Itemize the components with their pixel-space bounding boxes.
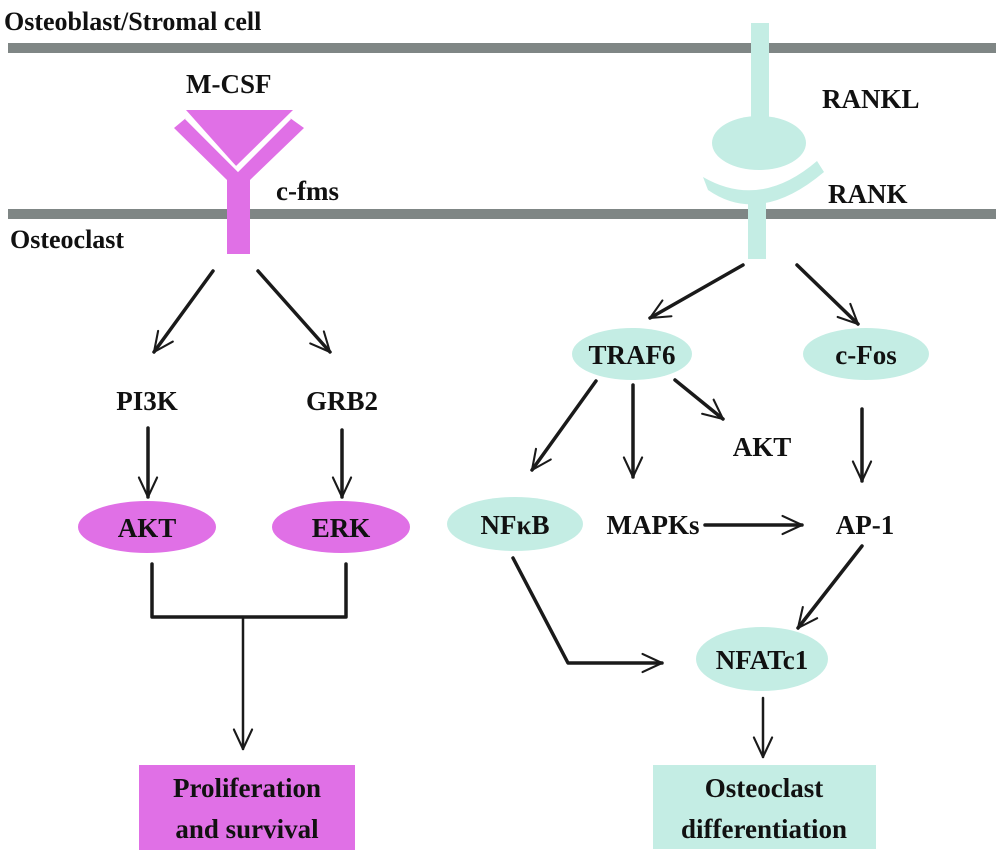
node-cfos: c-Fos — [835, 340, 896, 370]
membrane-upper — [8, 43, 996, 53]
join-bracket-akt-erk — [150, 562, 348, 619]
node-traf6: TRAF6 — [589, 340, 676, 370]
arrow-cfms-to-pi3k — [152, 269, 215, 354]
node-akt-right: AKT — [733, 432, 792, 462]
node-pi3k: PI3K — [116, 386, 178, 416]
rankl-rank-complex-icon — [703, 23, 824, 259]
node-nfkb-bg — [447, 497, 583, 551]
arrow-ap1-to-nfatc1 — [796, 544, 864, 630]
outcome-proliferation-line2: and survival — [175, 814, 319, 844]
node-nfatc1: NFATc1 — [716, 645, 809, 675]
arrow-rank-to-traf6 — [648, 263, 745, 320]
node-grb2: GRB2 — [306, 386, 378, 416]
node-erk: ERK — [312, 513, 371, 543]
arrow-nfkb-to-nfatc1 — [511, 556, 664, 674]
ligand-label-mcsf: M-CSF — [186, 69, 271, 99]
outcome-differentiation-line1: Osteoclast — [705, 773, 823, 803]
arrow-rank-to-cfos — [795, 263, 860, 326]
arrow-traf6-to-nfkb — [530, 379, 598, 472]
node-cfos-bg — [803, 328, 929, 380]
membrane-lower — [8, 209, 996, 219]
arrow-cfms-to-grb2 — [256, 269, 332, 354]
node-erk-bg — [272, 501, 410, 553]
arrow-traf6-to-akt — [673, 378, 725, 421]
receptor-label-cfms: c-fms — [276, 176, 339, 206]
receptor-label-rank: RANK — [828, 179, 908, 209]
node-mapks: MAPKs — [607, 510, 700, 540]
compartment-label-osteoclast: Osteoclast — [10, 225, 124, 254]
node-nfatc1-bg — [696, 627, 828, 691]
compartment-label-osteoblast: Osteoblast/Stromal cell — [4, 7, 261, 36]
node-ap1: AP-1 — [836, 510, 894, 540]
node-akt-left-bg — [78, 501, 216, 553]
c-fms-receptor-icon — [174, 110, 304, 254]
node-akt-left: AKT — [118, 513, 177, 543]
outcome-proliferation-line1: Proliferation — [173, 773, 321, 803]
outcome-differentiation-box — [653, 765, 876, 849]
ligand-label-rankl: RANKL — [822, 84, 920, 114]
node-nfkb: NFκB — [481, 510, 550, 540]
node-traf6-bg — [572, 328, 692, 380]
outcome-proliferation-box — [139, 765, 355, 850]
outcome-differentiation-line2: differentiation — [681, 814, 847, 844]
